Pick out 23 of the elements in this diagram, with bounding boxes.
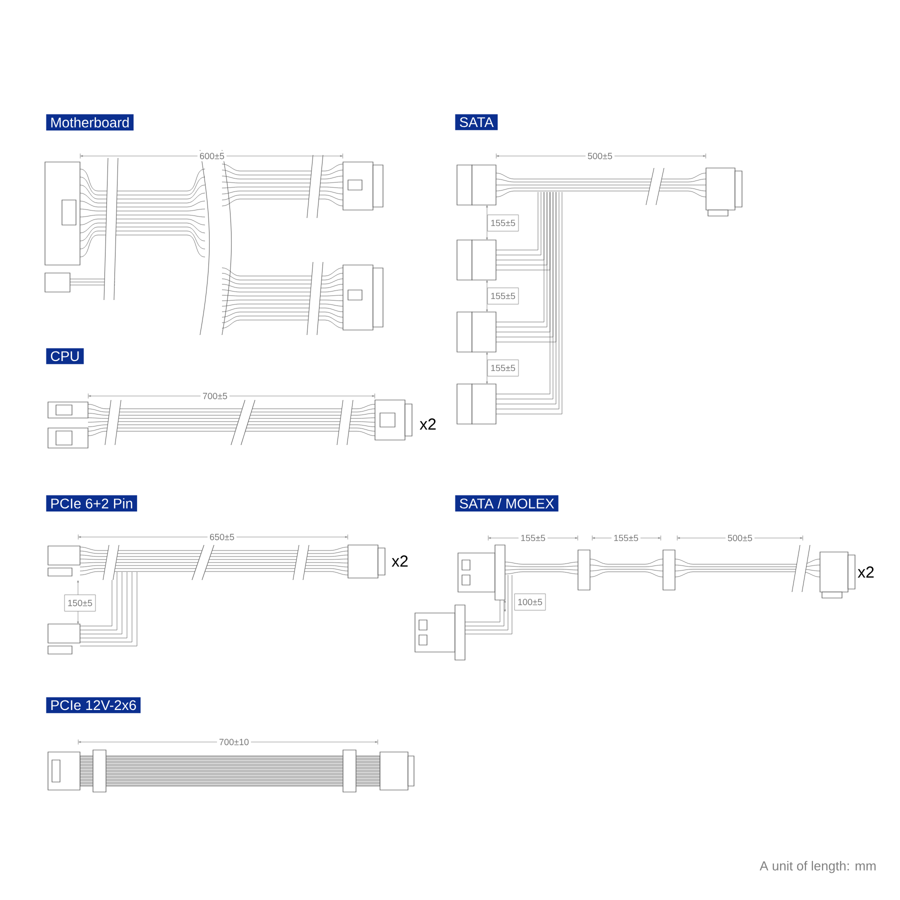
dimension-label: 500±5 [726,532,754,544]
dimension-label: 650±5 [208,532,236,542]
dimension-label: 700±10 [217,736,251,748]
dimension-label: 155±5 [487,214,519,232]
dimension-label: 155±5 [487,360,519,376]
section-heading: Motherboard [46,114,134,130]
dimension-label: 155±5 [612,532,640,544]
quantity-label: x2 [420,418,436,430]
quantity-label: x2 [392,555,408,567]
section-heading: CPU [46,348,84,364]
dimension-label: 500±5 [586,150,614,162]
section-heading: PCIe 6+2 Pin [46,495,138,512]
unit-note: A unit of length: mm [760,860,876,874]
dimension-label: 100±5 [514,594,546,610]
dimension-label: 155±5 [487,288,519,304]
section-heading: SATA / MOLEX [455,495,558,512]
dimension-label: 155±5 [518,532,548,544]
dimension-label: 700±5 [200,390,230,402]
quantity-label: x2 [858,566,874,578]
dimension-label: 150±5 [64,594,96,612]
dimension-label: 600±5 [198,150,226,162]
section-heading: PCIe 12V-2x6 [46,697,141,714]
section-heading: SATA [455,114,498,130]
